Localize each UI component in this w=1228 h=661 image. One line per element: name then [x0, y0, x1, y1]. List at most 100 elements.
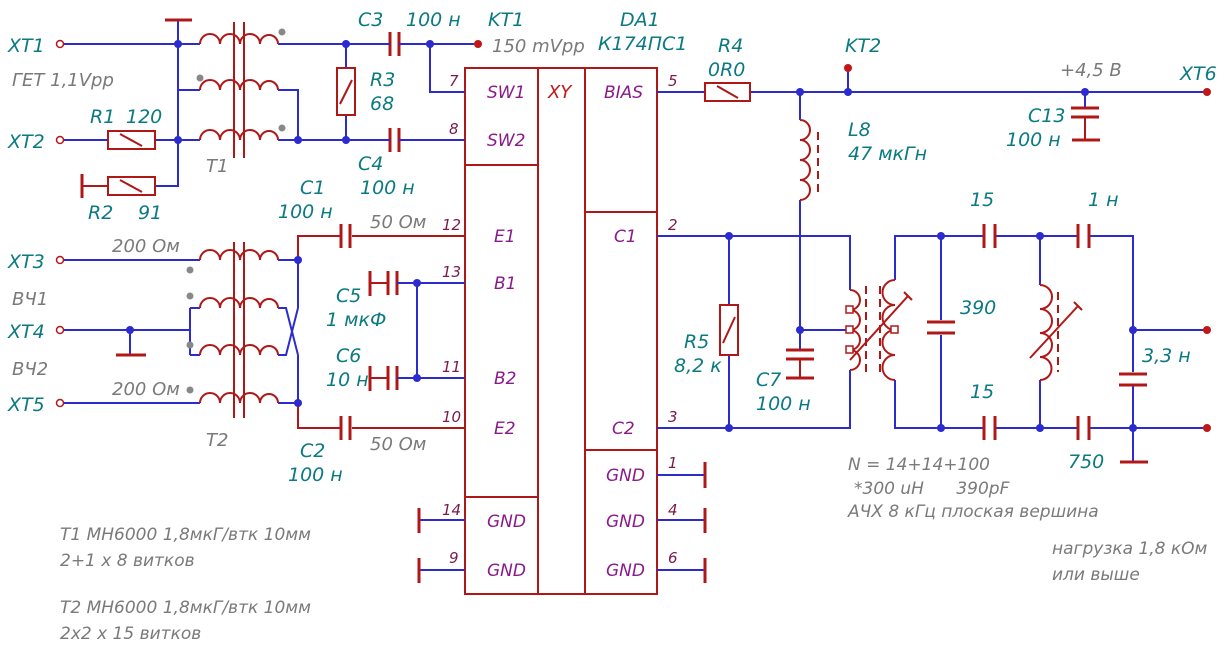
pin-gnd-1: GND	[606, 466, 645, 486]
f750-label: 750	[1068, 451, 1104, 473]
pin-c2: C2	[612, 419, 635, 439]
c3-value: 100 н	[406, 9, 461, 31]
ohm50-top: 50 Ом	[370, 212, 426, 233]
ic-da1	[464, 67, 658, 595]
pin-num-4: 4	[668, 501, 678, 519]
xt4-label: XT4	[7, 321, 45, 343]
pin-num-13: 13	[442, 263, 461, 281]
vch1-label: ВЧ1	[12, 289, 48, 310]
t1-label: T1	[206, 156, 228, 177]
c13-ref: C13	[1028, 105, 1065, 127]
ohm50-bot: 50 Ом	[370, 434, 426, 455]
t2-note-1: T2 MH6000 1,8мкГ/втк 10мм	[60, 598, 311, 618]
f15b-label: 15	[970, 381, 994, 403]
filter-note-2: *300 uH 390pF	[854, 479, 1010, 499]
filter-note-1: N = 14+14+100	[848, 455, 990, 475]
pin-num-11: 11	[442, 358, 461, 376]
r1-ref: R1	[90, 106, 115, 128]
capacitors	[339, 32, 1147, 440]
c2-value: 100 н	[288, 464, 343, 486]
ohm200-bot: 200 Ом	[112, 379, 180, 400]
t1-note-1: T1 MH6000 1,8мкГ/втк 10мм	[60, 525, 311, 545]
pin-c1: C1	[614, 227, 637, 247]
pin-num-2: 2	[668, 216, 678, 234]
c7-value: 100 н	[756, 393, 811, 415]
pin-sw2: SW2	[487, 131, 525, 151]
filter-note-3: АЧХ 8 кГц плоская вершина	[847, 502, 1099, 522]
f33n-label: 3,3 н	[1142, 345, 1191, 367]
resistors	[107, 67, 751, 356]
pin-num-9: 9	[449, 549, 459, 567]
load-note-2: или выше	[1052, 565, 1140, 585]
pin-b1: B1	[494, 274, 516, 294]
pin-num-14: 14	[442, 501, 461, 519]
l8-ref: L8	[848, 119, 871, 141]
junctions	[126, 40, 1137, 432]
pin-num-1: 1	[668, 454, 678, 472]
r4-ref: R4	[718, 35, 743, 57]
xt3-label: XT3	[7, 251, 45, 273]
pin-num-6: 6	[668, 549, 678, 567]
ic-ref: DA1	[620, 9, 660, 31]
pin-e1: E1	[494, 227, 516, 247]
load-note-1: нагрузка 1,8 кОм	[1052, 539, 1208, 559]
pin-num-12: 12	[442, 216, 461, 234]
r2-value: 91	[138, 202, 162, 224]
pin-gnd-4: GND	[606, 512, 645, 532]
transformer-t1	[196, 22, 286, 158]
xt2-label: XT2	[7, 131, 45, 153]
t1-note-2: 2+1 x 8 витков	[60, 551, 195, 571]
l8-value: 47 мкГн	[848, 143, 927, 165]
transformer-t2	[186, 242, 279, 418]
mvpp-label: 150 mVpp	[492, 36, 585, 57]
r2-ref: R2	[88, 202, 113, 224]
c6-value: 10 н	[326, 369, 369, 391]
pin-gnd-6: GND	[606, 561, 645, 581]
c7-ref: C7	[756, 369, 781, 391]
t2-note-2: 2x2 x 15 витков	[60, 624, 201, 644]
xt1-label: XT1	[7, 35, 45, 57]
c1-value: 100 н	[278, 201, 333, 223]
get-label: ГЕТ 1,1Vpp	[12, 70, 114, 91]
c13-value: 100 н	[1006, 129, 1061, 151]
r3-value: 68	[370, 93, 394, 115]
inductors	[799, 119, 1083, 381]
f15a-label: 15	[970, 189, 994, 211]
connector-labels: XT1 XT2 XT3 XT4 XT5 XT6 KT1 KT2	[7, 9, 1217, 416]
r5-ref: R5	[684, 331, 709, 353]
t2-label: T2	[206, 430, 228, 451]
c3-ref: C3	[358, 9, 383, 31]
f390-label: 390	[960, 297, 996, 319]
ohm200-top: 200 Ом	[112, 236, 180, 257]
xt6-label: XT6	[1179, 63, 1217, 85]
pin-num-3: 3	[668, 408, 678, 426]
c5-value: 1 мкФ	[326, 309, 386, 331]
pin-e2: E2	[494, 419, 516, 439]
pin-num-8: 8	[449, 120, 459, 138]
kt2-label: KT2	[845, 35, 881, 57]
pin-gnd-9: GND	[487, 561, 526, 581]
c4-value: 100 н	[360, 177, 415, 199]
f1n-label: 1 н	[1088, 189, 1119, 211]
pin-num-7: 7	[449, 72, 459, 90]
kt1-label: KT1	[488, 9, 524, 31]
r1-value: 120	[126, 106, 162, 128]
signal-labels: ГЕТ 1,1Vpp ВЧ1 ВЧ2 200 Ом 200 Ом 50 Ом 5…	[12, 36, 1122, 455]
pin-num-10: 10	[442, 408, 461, 426]
pin-sw1: SW1	[487, 83, 525, 103]
r3-ref: R3	[370, 69, 395, 91]
c5-ref: C5	[336, 285, 361, 307]
r5-value: 8,2 к	[674, 355, 722, 377]
notes: N = 14+14+100 *300 uH 390pF АЧХ 8 кГц пл…	[60, 455, 1208, 644]
ic-labels: DA1 К174ПС1 XY SW1 SW2 E1 B1 B2 E2 GND G…	[442, 9, 687, 581]
terminals	[55, 39, 1211, 432]
ic-part: К174ПС1	[598, 33, 687, 55]
c1-ref: C1	[300, 177, 325, 199]
r4-value: 0R0	[708, 59, 745, 81]
c4-ref: C4	[358, 153, 383, 175]
c6-ref: C6	[336, 345, 361, 367]
pin-b2: B2	[494, 369, 516, 389]
ic-xy: XY	[547, 82, 573, 103]
xt5-label: XT5	[7, 394, 45, 416]
